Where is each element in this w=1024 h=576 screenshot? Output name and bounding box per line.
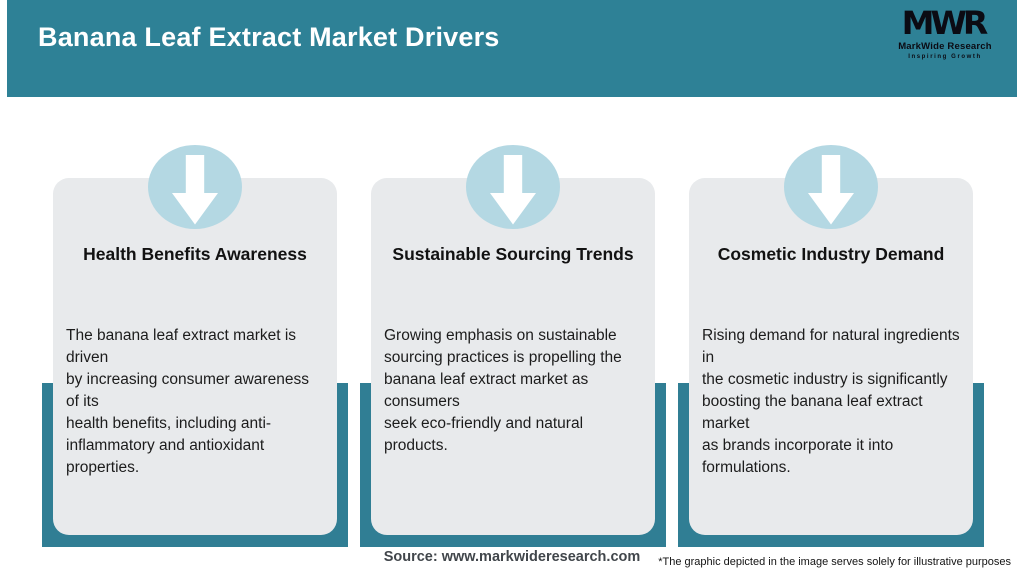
- driver-card-sustainable-sourcing: Sustainable Sourcing Trends Growing emph…: [360, 145, 666, 547]
- source-text: Source: www.markwideresearch.com: [383, 549, 641, 565]
- down-arrow-icon: [784, 145, 878, 229]
- card-panel: Sustainable Sourcing Trends Growing emph…: [371, 145, 655, 535]
- logo-name: MarkWide Research: [898, 41, 992, 52]
- header-bar: Banana Leaf Extract Market Drivers MWR M…: [7, 0, 1017, 97]
- driver-card-health-benefits: Health Benefits Awareness The banana lea…: [42, 145, 348, 547]
- card-title: Health Benefits Awareness: [83, 244, 307, 264]
- down-arrow-icon: [148, 145, 242, 229]
- page-title: Banana Leaf Extract Market Drivers: [38, 22, 500, 52]
- down-arrow-glyph: [490, 154, 536, 225]
- card-panel: Health Benefits Awareness The banana lea…: [53, 145, 337, 535]
- card-body: The banana leaf extract market is driven…: [66, 327, 309, 476]
- markwide-logo: MWR MarkWide Research Inspiring Growth: [895, 3, 995, 60]
- card-title: Cosmetic Industry Demand: [717, 244, 945, 264]
- down-arrow-icon: [466, 145, 560, 229]
- card-body: Rising demand for natural ingredients in…: [702, 327, 960, 476]
- card-body: Growing emphasis on sustainable sourcing…: [384, 327, 622, 454]
- down-arrow-glyph: [172, 154, 218, 225]
- logo-tagline: Inspiring Growth: [908, 53, 982, 60]
- down-arrow-glyph: [808, 154, 854, 225]
- card-panel: Cosmetic Industry Demand Rising demand f…: [689, 145, 973, 535]
- driver-card-cosmetic-industry: Cosmetic Industry Demand Rising demand f…: [678, 145, 984, 547]
- card-title: Sustainable Sourcing Trends: [392, 244, 634, 264]
- disclaimer-text: *The graphic depicted in the image serve…: [658, 556, 1011, 568]
- logo-acronym-icon: MWR: [901, 3, 989, 42]
